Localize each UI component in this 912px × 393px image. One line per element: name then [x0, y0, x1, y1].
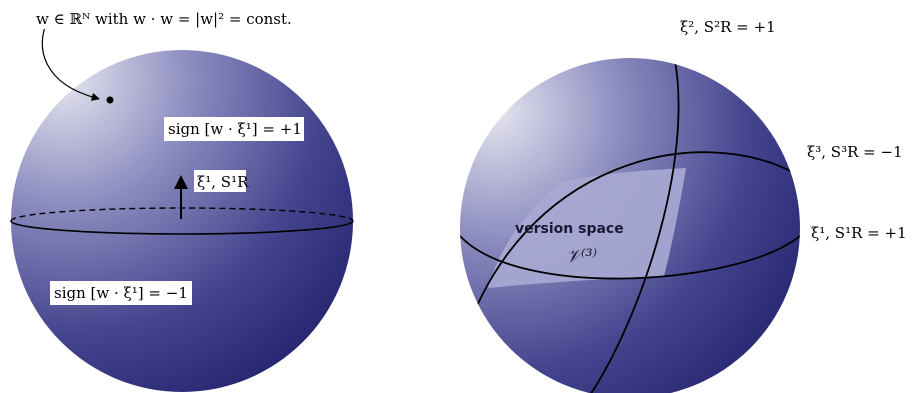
equator-front [10, 220, 354, 235]
lower-region-label: sign [w · ξ¹] = −1 [54, 284, 188, 302]
xi3-label: ξ³, S³R = −1 [807, 143, 903, 161]
great-circle-xi3 [461, 151, 799, 346]
xi2-label-box [676, 15, 780, 39]
normal-vector-label-box [194, 170, 246, 192]
lower-region-label-box [50, 281, 192, 305]
xi1-label: ξ¹, S¹R = +1 [811, 224, 907, 242]
xi1-label-box [808, 221, 910, 245]
right-sphere: version space 𝒱⁽³⁾ ξ², S²R = +1 ξ³, S³R … [460, 15, 910, 393]
great-circle-xi2 [589, 58, 680, 393]
weight-vector-point [106, 96, 114, 104]
left-sphere: w ∈ ℝᴺ with w · w = |w|² = const. sign [… [10, 7, 362, 392]
version-space-symbol: 𝒱⁽³⁾ [566, 246, 597, 267]
version-space-title: version space [515, 221, 624, 237]
upper-region-label-box [164, 117, 304, 141]
left-sphere-body [11, 50, 353, 392]
header-label: w ∈ ℝᴺ with w · w = |w|² = const. [36, 10, 292, 28]
header-label-box [32, 7, 362, 29]
version-space-region [488, 168, 686, 288]
xi2-label: ξ², S²R = +1 [680, 18, 776, 36]
normal-vector-label: ξ¹, S¹R [197, 173, 249, 191]
great-circle-xi1 [460, 235, 800, 280]
pointer-arrow [41, 19, 101, 101]
xi3-label-box [803, 140, 907, 164]
upper-region-label: sign [w · ξ¹] = +1 [168, 120, 302, 138]
